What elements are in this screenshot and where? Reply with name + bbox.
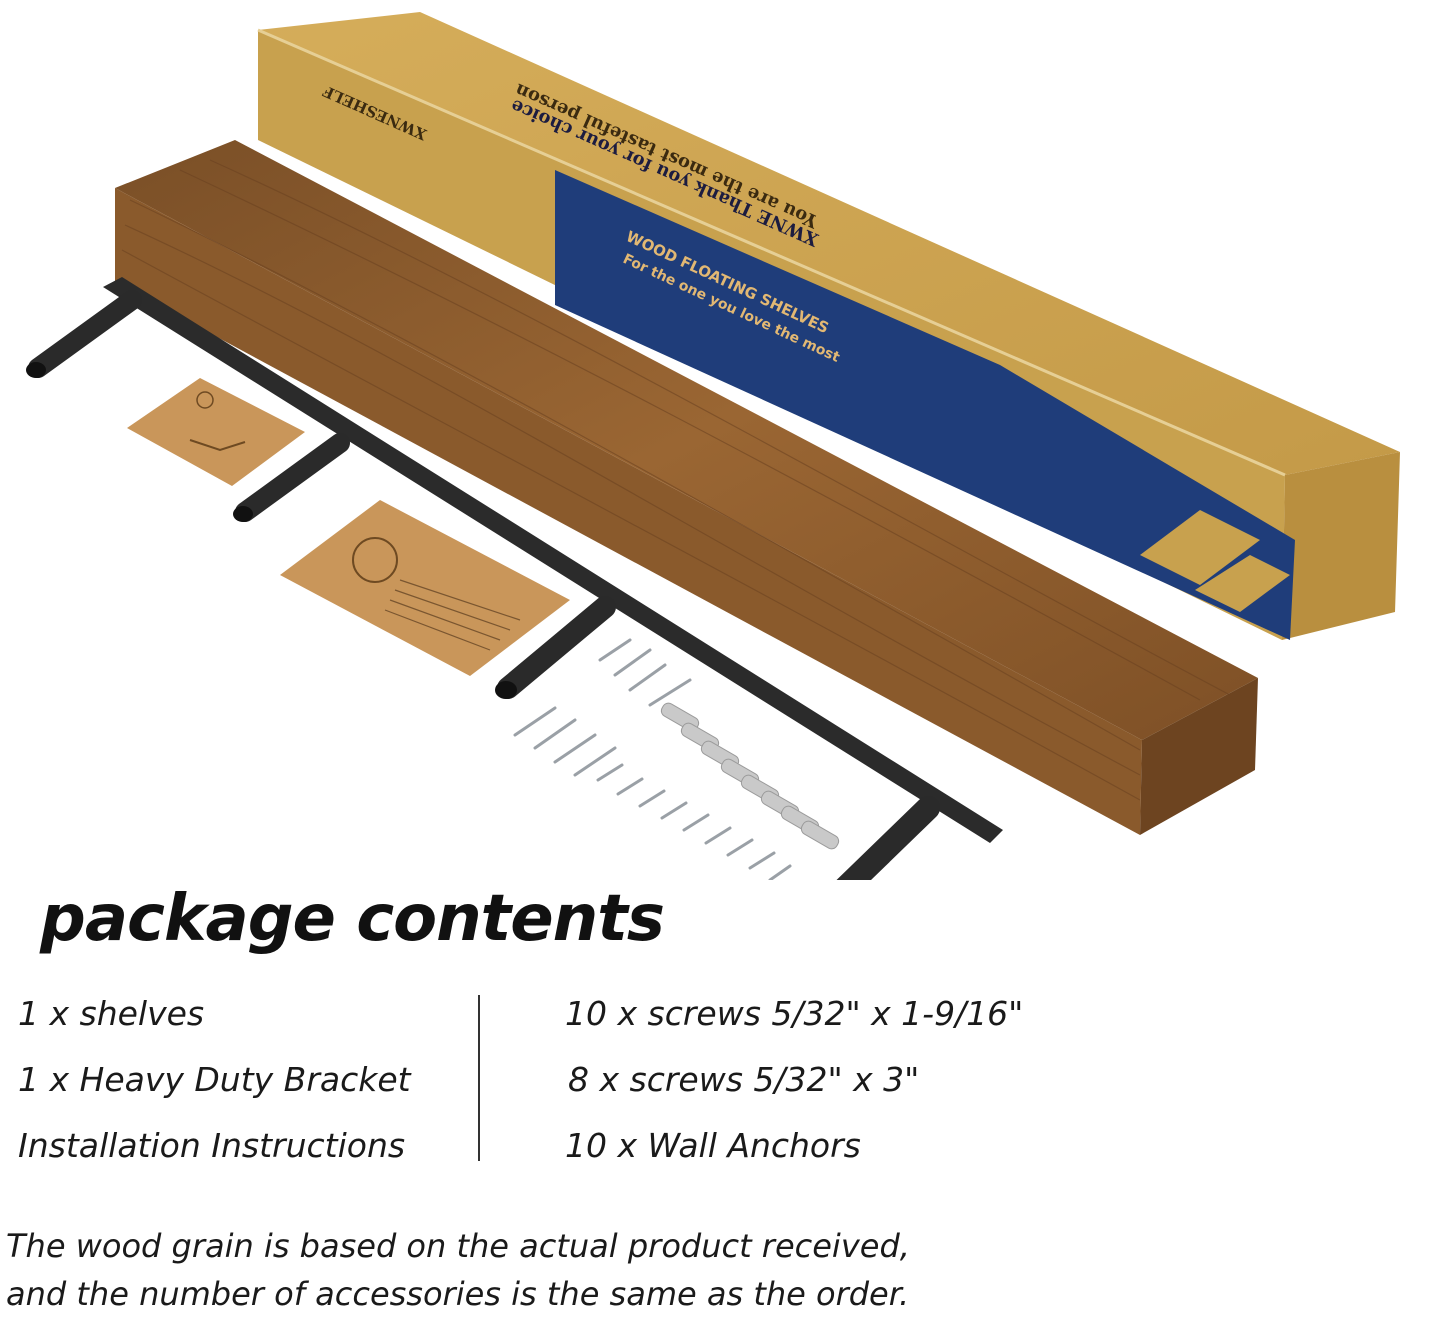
heavy-duty-bracket <box>26 277 1003 880</box>
box-end-face <box>1282 452 1400 640</box>
contents-left-item-3: Installation Instructions <box>18 1126 406 1165</box>
wood-shelf <box>115 140 1258 835</box>
box-tape-line <box>257 28 1286 477</box>
bracket-bar <box>103 277 1003 843</box>
disclaimer-line-1: The wood grain is based on the actual pr… <box>6 1227 910 1265</box>
column-divider <box>478 995 480 1161</box>
wall-anchors-group <box>660 702 840 850</box>
contents-right-item-1: 10 x screws 5/32" x 1-9/16" <box>565 994 1024 1033</box>
contents-left-item-2: 1 x Heavy Duty Bracket <box>18 1060 411 1099</box>
bracket-rod-3 <box>495 596 616 699</box>
shelf-end-face <box>1140 678 1258 835</box>
box-gold-diamond-2 <box>1195 555 1290 612</box>
bracket-rod-2 <box>233 433 350 522</box>
card-seal <box>352 537 398 583</box>
box-blue-band <box>555 170 1295 640</box>
bracket-rod-4 <box>836 796 940 880</box>
contents-right-item-3: 10 x Wall Anchors <box>565 1126 861 1165</box>
shelf-top-face <box>115 140 1258 740</box>
wood-grain-lines <box>121 159 1231 801</box>
disclaimer-note: The wood grain is based on the actual pr… <box>6 1222 910 1318</box>
shelf-front-face <box>115 188 1142 835</box>
instruction-card-small <box>127 378 305 486</box>
instruction-card-large <box>280 500 570 676</box>
contents-left-item-1: 1 x shelves <box>18 994 205 1033</box>
box-top-face <box>258 12 1400 475</box>
package-contents-heading: package contents <box>40 882 665 956</box>
shipping-box: XWNESHELF XWNE Thank you for your choice… <box>257 12 1400 640</box>
contents-right-item-2: 8 x screws 5/32" x 3" <box>568 1060 920 1099</box>
disclaimer-line-2: and the number of accessories is the sam… <box>6 1275 910 1313</box>
product-illustration: XWNESHELF XWNE Thank you for your choice… <box>26 12 1400 880</box>
box-gold-diamond-1 <box>1140 510 1260 585</box>
screws-group <box>513 638 792 880</box>
bracket-rod-1 <box>26 290 142 378</box>
